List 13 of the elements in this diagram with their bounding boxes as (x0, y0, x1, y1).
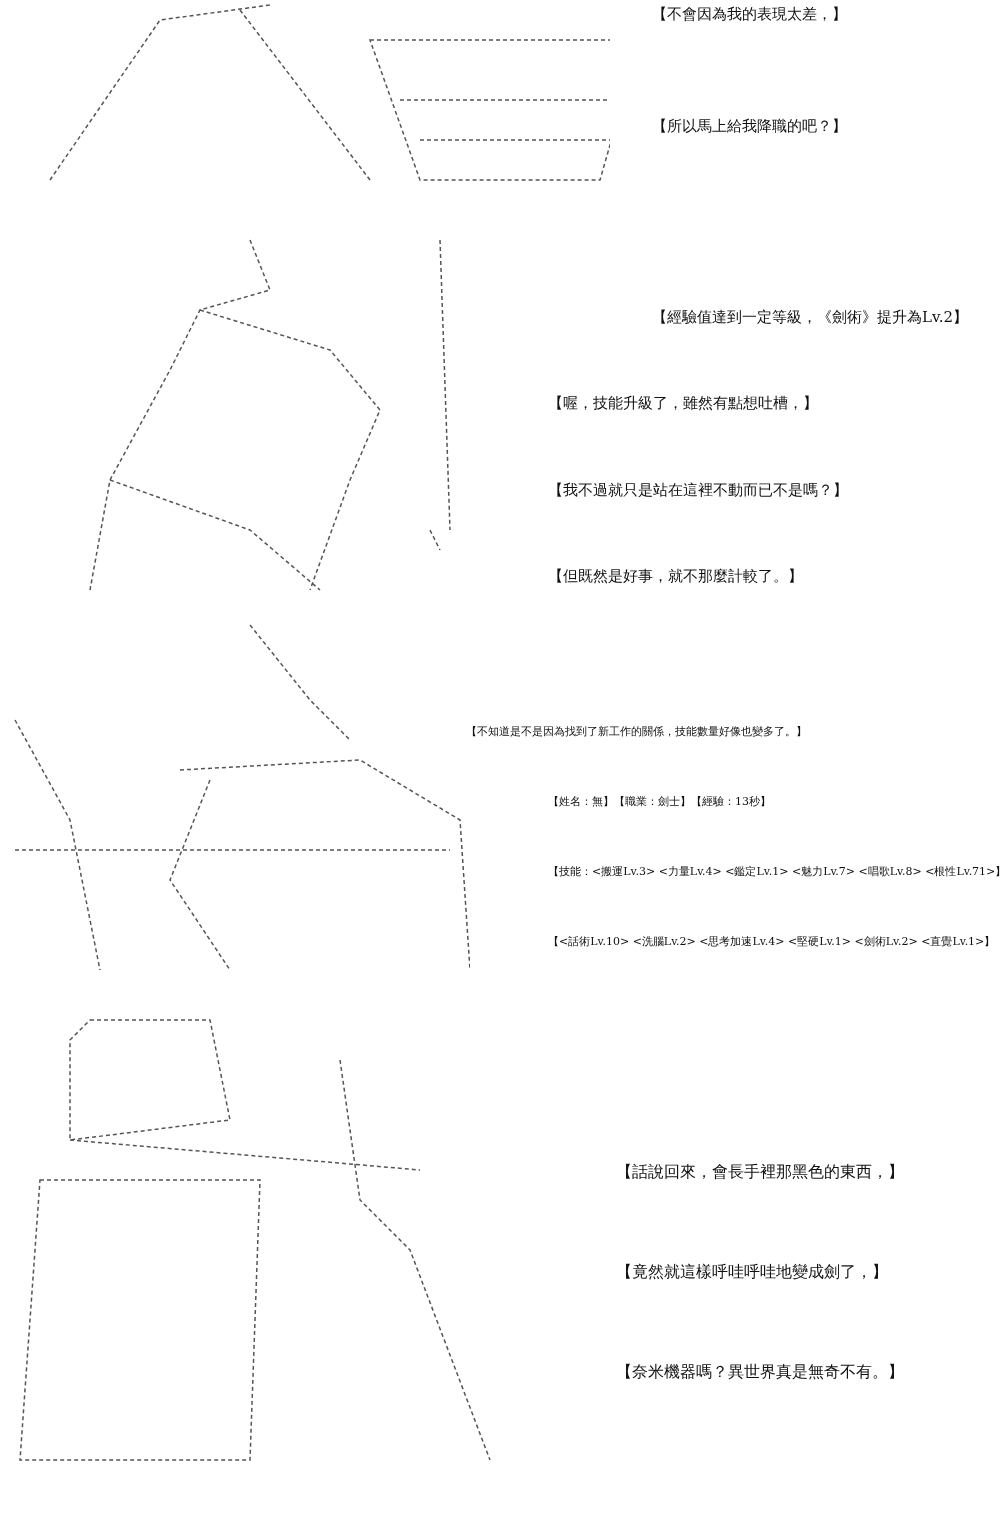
narration-text: 【奈米機器嗎？異世界真是無奇不有。】 (616, 1362, 904, 1383)
narration-text: 【<話術Lv.10> <洗腦Lv.2> <思考加速Lv.4> <堅硬Lv.1> <劍術Lv.2> <直覺Lv.1>】 (548, 934, 996, 949)
narration-text: 【話說回來，會長手裡那黑色的東西，】 (616, 1162, 904, 1183)
narration-text: 【經驗值達到一定等級，《劍術》提升為Lv.2】 (652, 308, 968, 327)
narration-text: 【不知道是不是因為找到了新工作的關係，技能數量好像也變多了。】 (466, 724, 807, 739)
narration-text: 【竟然就這樣呼哇呼哇地變成劍了，】 (616, 1262, 888, 1283)
narration-text: 【不會因為我的表現太差，】 (652, 5, 847, 24)
narration-text: 【技能：<搬運Lv.3> <力量Lv.4> <鑑定Lv.1> <魅力Lv.7> <唱歌Lv.8> <根性Lv.71>】 (548, 864, 1000, 879)
narration-text: 【姓名：無】【職業：劍士】【經驗：13秒】 (548, 794, 771, 809)
narration-text: 【我不過就只是站在這裡不動而已不是嗎？】 (548, 481, 848, 500)
narration-text: 【但既然是好事，就不那麼計較了。】 (548, 567, 803, 586)
narration-text: 【所以馬上給我降職的吧？】 (652, 117, 847, 136)
narration-text: 【喔，技能升級了，雖然有點想吐槽，】 (548, 394, 818, 413)
